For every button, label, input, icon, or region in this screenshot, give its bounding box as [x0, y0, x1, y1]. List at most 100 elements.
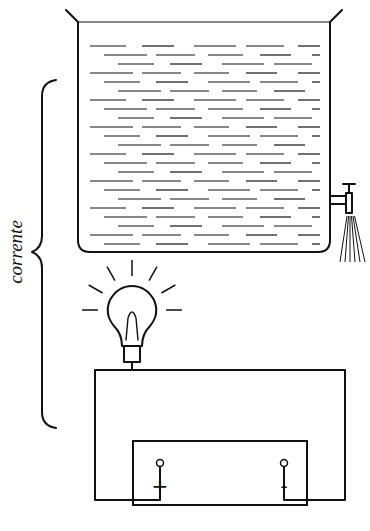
light-ray [82, 309, 98, 311]
water-line [222, 90, 257, 91]
water-line [246, 126, 277, 127]
water-line [246, 99, 284, 100]
water-line [156, 108, 195, 109]
water-line [118, 171, 154, 172]
water-line [170, 63, 202, 64]
water-line [312, 243, 320, 244]
water-line [260, 54, 291, 55]
water-line [274, 90, 305, 91]
water-line [208, 243, 250, 244]
water-line [170, 225, 202, 226]
water-line [170, 144, 209, 145]
water-line [222, 225, 264, 226]
water-line [142, 45, 174, 46]
water-line [246, 45, 284, 46]
water-line [312, 189, 320, 190]
bracket-label: corrente [5, 220, 27, 284]
tank-outline [66, 10, 342, 252]
water-line [274, 198, 305, 199]
water-line [312, 162, 320, 163]
water-line [170, 90, 209, 91]
water-line [312, 54, 320, 55]
battery-box: +- [132, 440, 308, 506]
water-line [118, 198, 161, 199]
bulb-glass [108, 286, 157, 346]
water-line [246, 180, 277, 181]
water-line [90, 45, 126, 46]
tap-handle [343, 183, 355, 185]
water-line [194, 153, 236, 154]
water-line [298, 234, 320, 235]
water-line [156, 189, 188, 190]
water-line [260, 81, 298, 82]
water-line [208, 216, 243, 217]
water-line [208, 162, 243, 163]
water-line [194, 180, 229, 181]
water-line [208, 54, 243, 55]
polarity-sign: - [280, 476, 287, 496]
water-line [156, 135, 188, 136]
water-line [208, 108, 243, 109]
light-ray [149, 267, 157, 281]
water-line [142, 180, 181, 181]
water-line [222, 144, 257, 145]
water-line [142, 99, 174, 100]
water-line [118, 63, 154, 64]
water-line [208, 81, 250, 82]
water-line [90, 126, 133, 127]
water-line [298, 207, 320, 208]
water-line [90, 207, 126, 208]
water-line [208, 189, 250, 190]
water-line [170, 171, 202, 172]
water-line [312, 108, 320, 109]
water-line [274, 63, 312, 64]
water-line [156, 216, 195, 217]
wire-left [95, 362, 160, 500]
terminal-negative [281, 460, 288, 467]
light-ray [107, 267, 115, 281]
water-line [142, 234, 181, 235]
bulb-base [124, 346, 140, 362]
water-stream [340, 216, 365, 262]
water-line [312, 135, 320, 136]
water-line [194, 234, 229, 235]
water-line [90, 234, 133, 235]
water-line [90, 153, 126, 154]
water-line [104, 108, 147, 109]
water-line [208, 135, 250, 136]
water-line [260, 108, 291, 109]
stream-line [355, 216, 366, 262]
water-line [260, 189, 298, 190]
water-line [274, 225, 312, 226]
water-line [246, 72, 277, 73]
water-line [298, 72, 320, 73]
bulb-filament [126, 312, 138, 340]
light-ray [161, 285, 175, 293]
water-line [260, 135, 298, 136]
water-line [260, 243, 298, 244]
water-line [104, 189, 140, 190]
water-line [222, 198, 257, 199]
water-line [142, 72, 181, 73]
water-line [104, 135, 140, 136]
water-line [222, 171, 264, 172]
water-line [274, 117, 312, 118]
water-line [170, 198, 209, 199]
water-line [118, 90, 161, 91]
water-line [194, 207, 236, 208]
water-line [298, 126, 320, 127]
water-line [312, 81, 320, 82]
water-line [104, 54, 147, 55]
water-line [260, 162, 291, 163]
stream-line [350, 216, 351, 262]
water-line [142, 126, 181, 127]
water-line [260, 216, 291, 217]
wire-right [132, 370, 345, 500]
tap-pipe [330, 196, 346, 204]
water-line [194, 72, 229, 73]
water-line [156, 243, 188, 244]
light-ray [166, 309, 182, 311]
water-line [104, 81, 140, 82]
water-line [222, 117, 264, 118]
